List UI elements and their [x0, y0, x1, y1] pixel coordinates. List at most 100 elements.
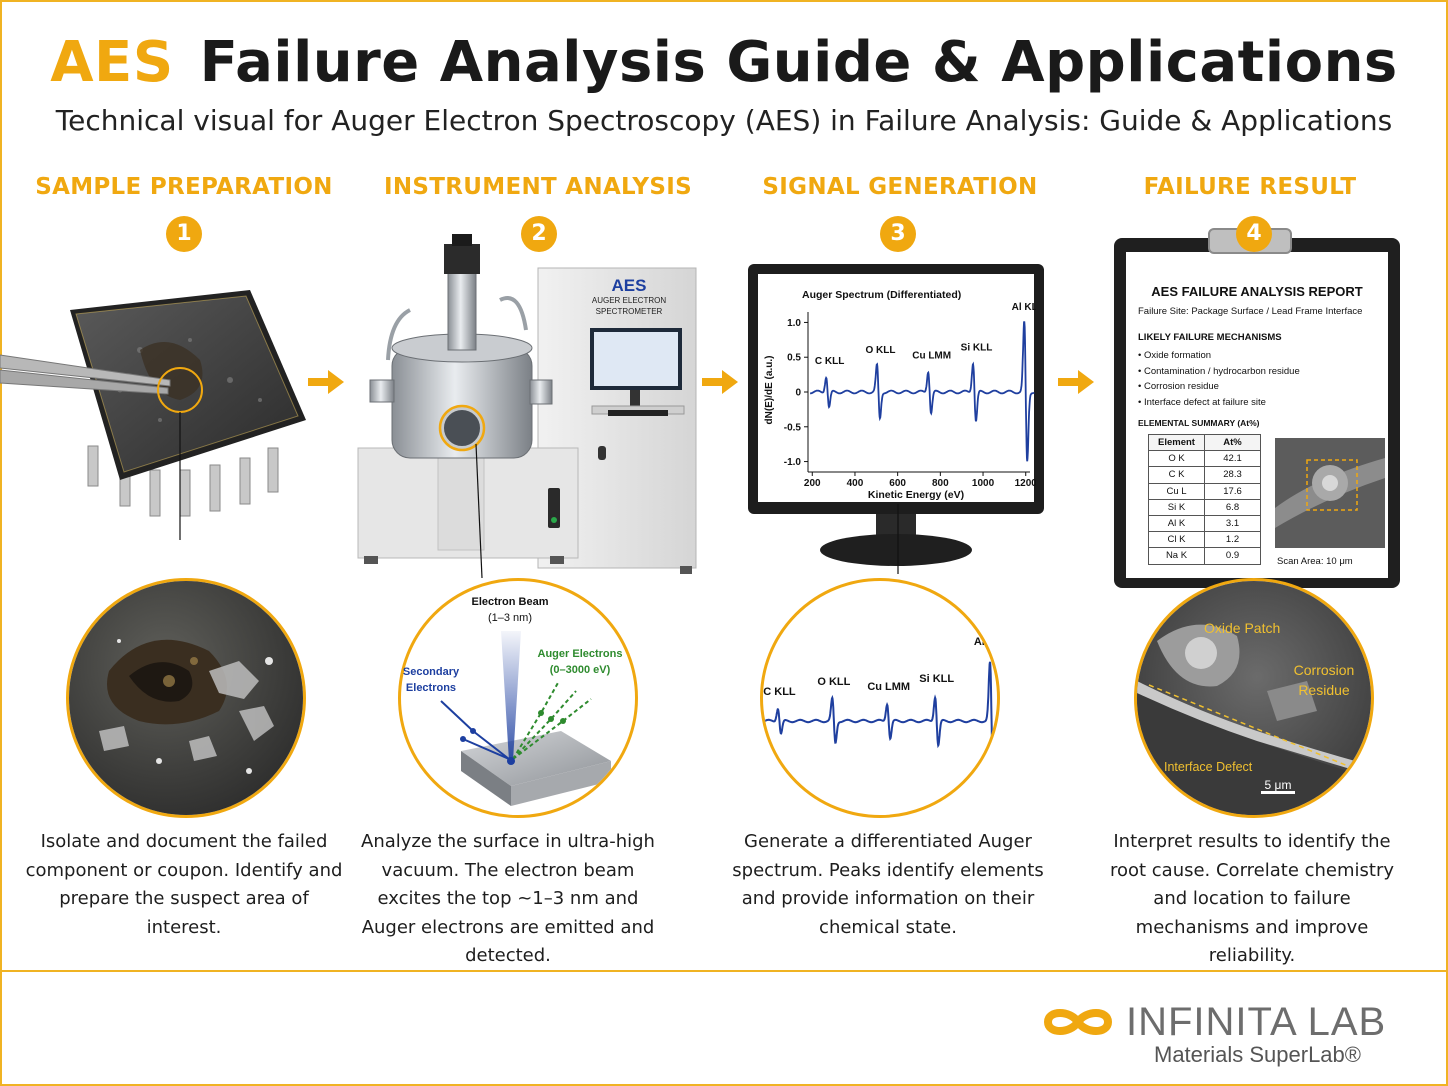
y-tick-label: -0.5 [784, 422, 802, 433]
scale-bar-label: 5 μm [1264, 778, 1292, 792]
step-2-number: 2 [521, 216, 557, 252]
page-title: AES Failure Analysis Guide & Applications [0, 30, 1448, 95]
table-cell: O K [1148, 450, 1205, 468]
title-accent: AES [50, 30, 174, 95]
mechanism-item: Corrosion residue [1138, 379, 1300, 395]
monitor-illustration [748, 264, 1044, 574]
aes-instrument-illustration [357, 234, 697, 579]
page-subtitle: Technical visual for Auger Electron Spec… [55, 104, 1393, 137]
step-2-title: INSTRUMENT ANALYSIS [384, 174, 692, 200]
table-cell: 17.6 [1204, 482, 1261, 500]
title-main: Failure Analysis Guide & Applications [199, 30, 1398, 95]
x-tick-label: 600 [889, 478, 906, 489]
beam-zoom-circle [398, 578, 638, 818]
chart-ylabel: dN(E)/dE (a.u.) [764, 356, 775, 425]
report-site: Failure Site: Package Surface / Lead Fra… [1138, 306, 1363, 317]
corrosion-label-2: Residue [1298, 682, 1350, 698]
summary-heading: ELEMENTAL SUMMARY (At%) [1138, 418, 1260, 428]
logo-name: INFINITA LAB [1126, 1000, 1387, 1044]
aes-panel-sub2: SPECTROMETER [595, 307, 663, 316]
sample-zoom-circle [66, 578, 306, 818]
step-2-description: Analyze the surface in ultra-high vacuum… [361, 831, 655, 966]
table-header: At% [1204, 433, 1261, 452]
table-cell: C K [1148, 466, 1205, 484]
chart-title: Auger Spectrum (Differentiated) [802, 289, 961, 301]
footer-divider [0, 970, 1448, 972]
mechanisms-heading: LIKELY FAILURE MECHANISMS [1138, 332, 1282, 343]
sem-image [1275, 438, 1385, 548]
table-cell: 3.1 [1204, 514, 1261, 533]
x-tick-label: 1200 [1015, 478, 1036, 489]
aes-panel-sub1: AUGER ELECTRON [591, 296, 667, 305]
zoom-peak-label: O KLL [817, 676, 850, 688]
step-1-title: SAMPLE PREPARATION [35, 174, 333, 200]
table-cell: Na K [1148, 547, 1205, 565]
step-1-description: Isolate and document the failed componen… [25, 831, 343, 938]
table-cell: Cl K [1148, 531, 1205, 549]
auger-spectrum-chart: Auger Spectrum (Differentiated) Kinetic … [764, 289, 1036, 500]
corrosion-label-1: Corrosion [1293, 662, 1355, 678]
secondary-label-2: Electrons [405, 682, 457, 694]
logo-tagline: Materials SuperLab® [1154, 1042, 1361, 1067]
peak-label: O KLL [865, 345, 895, 356]
beam-label: Electron Beam [471, 596, 549, 608]
peak-label: Cu LMM [912, 351, 951, 362]
report-title: AES FAILURE ANALYSIS REPORT [1151, 284, 1363, 299]
x-tick-label: 1000 [972, 478, 995, 489]
step-3-number: 3 [880, 216, 916, 252]
y-tick-label: -1.0 [784, 457, 802, 468]
ic-chip-illustration [0, 290, 306, 540]
table-cell: 28.3 [1204, 466, 1261, 484]
step-1-number: 1 [166, 216, 202, 252]
zoom-peak-label: Cu LMM [867, 681, 910, 693]
chart-xlabel: Kinetic Energy (eV) [868, 489, 964, 500]
mechanisms-list: Oxide formation Contamination / hydrocar… [1138, 348, 1300, 410]
flow-arrow-icon [1058, 370, 1094, 394]
table-cell: 0.9 [1204, 547, 1261, 565]
y-tick-label: 0 [795, 388, 801, 399]
x-tick-label: 400 [847, 478, 864, 489]
interface-label: Interface Defect [1164, 760, 1253, 774]
flow-arrow-icon [308, 370, 344, 394]
table-cell: 6.8 [1204, 498, 1261, 516]
step-3-description: Generate a differentiated Auger spectrum… [732, 831, 1044, 938]
step-3-title: SIGNAL GENERATION [762, 174, 1038, 200]
table-cell: 42.1 [1204, 450, 1261, 468]
report-paper: AES FAILURE ANALYSIS REPORT Failure Site… [1126, 252, 1388, 578]
mechanism-item: Contamination / hydrocarbon residue [1138, 364, 1300, 380]
spectrum-zoom-line [763, 661, 997, 783]
step-4-title: FAILURE RESULT [1143, 174, 1357, 200]
table-cell: Si K [1148, 498, 1205, 516]
aes-panel-title: AES [611, 276, 647, 295]
report-clipboard: AES FAILURE ANALYSIS REPORT Failure Site… [1114, 238, 1400, 588]
scan-area-label: Scan Area: 10 μm [1277, 556, 1353, 567]
brand-logo: INFINITA LAB Materials SuperLab® [1040, 996, 1410, 1076]
oxide-label: Oxide Patch [1204, 620, 1281, 636]
x-tick-label: 800 [932, 478, 949, 489]
peak-label: C KLL [815, 356, 844, 367]
mechanism-item: Interface defect at failure site [1138, 395, 1300, 411]
infinity-logo-icon [1043, 1009, 1113, 1035]
table-cell: 1.2 [1204, 531, 1261, 549]
table-cell: Al K [1148, 514, 1205, 533]
step-4-description: Interpret results to identify the root c… [1109, 831, 1395, 966]
y-tick-label: 1.0 [787, 318, 801, 329]
result-zoom-circle [1134, 578, 1374, 818]
table-header: Element [1148, 433, 1205, 452]
spectrum-line [810, 321, 1035, 462]
step-4-number: 4 [1236, 216, 1272, 252]
flow-arrow-icon [702, 370, 738, 394]
table-header-row: Element At% [1148, 433, 1261, 452]
x-tick-label: 200 [804, 478, 821, 489]
